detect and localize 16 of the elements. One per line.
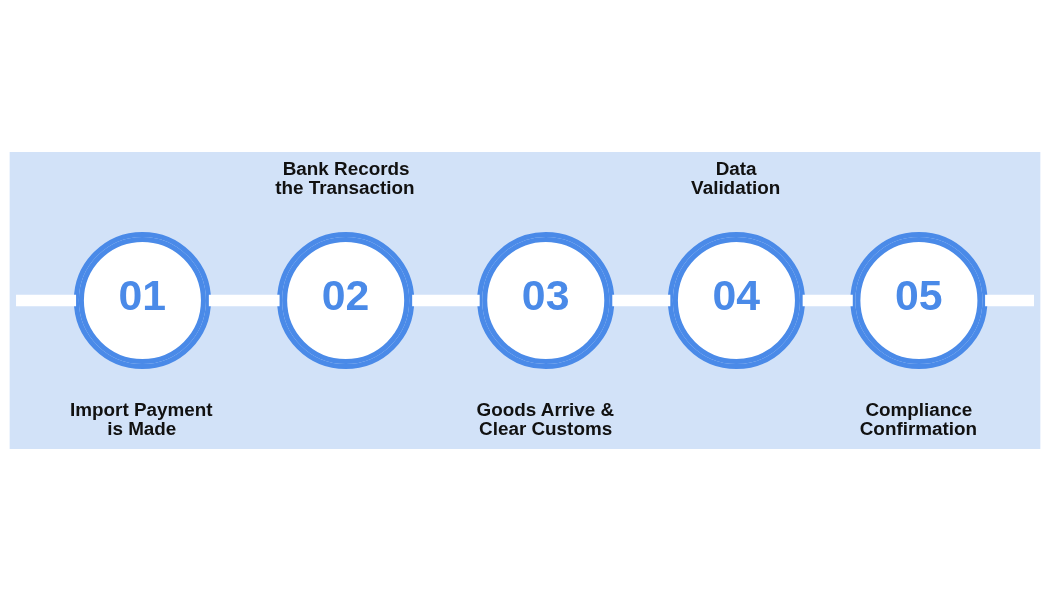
connector [16,294,77,306]
connector [802,294,853,306]
node-circle: 01 [73,231,211,369]
node-label: Compliance Confirmation [859,398,978,439]
node-circle: 05 [850,231,988,369]
node-circle: 04 [667,231,805,369]
node-label: Bank Records the Transaction [275,157,415,198]
connector [412,294,480,306]
connector [985,294,1034,306]
connector [208,294,280,306]
node-label: Import Payment is Made [70,398,213,439]
node-label: Goods Arrive & Clear Customs [476,398,615,439]
node-circle: 02 [277,231,415,369]
node-circle: 03 [477,231,615,369]
connector [612,294,671,306]
node-label: Data Validation [691,157,781,198]
